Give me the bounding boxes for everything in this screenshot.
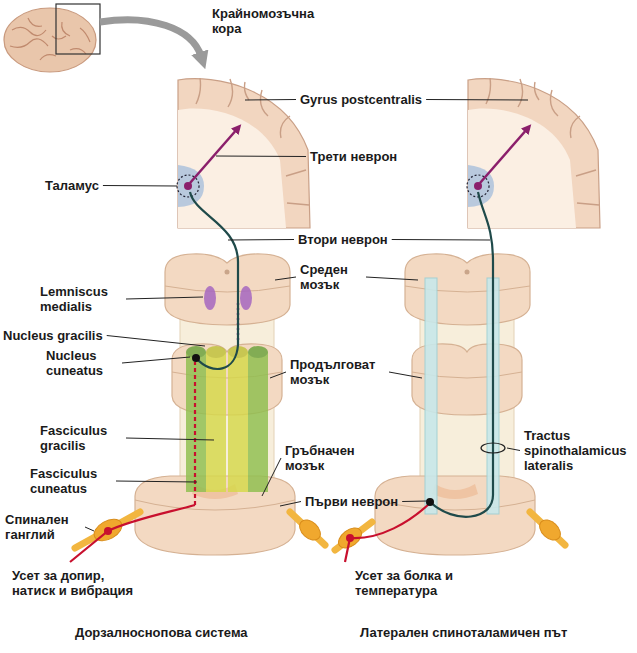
- slab-edge: [405, 286, 530, 292]
- brain-icon: [4, 4, 100, 72]
- anatomy-label: Nucleus cuneatus: [46, 348, 118, 378]
- anatomy-label: Гръбначен мозък: [285, 443, 365, 473]
- leader-line: [389, 372, 422, 378]
- fasciculus-gracilis: [206, 352, 226, 492]
- tract-marker: [481, 443, 505, 453]
- anatomy-label: Nucleus gracilis: [3, 328, 103, 343]
- leader-line: [426, 99, 528, 101]
- leader-line: [402, 501, 427, 503]
- brainstem: [135, 254, 295, 555]
- aqueduct: [465, 270, 470, 275]
- anatomy-label: Gyrus postcentralis: [300, 92, 422, 107]
- cortex-section: [467, 78, 600, 228]
- slab-edge: [135, 500, 295, 510]
- neuron-cell: [104, 527, 112, 535]
- cortex-sulci: [196, 78, 309, 205]
- brainstem: [375, 254, 535, 555]
- selection-box: [56, 4, 100, 54]
- nucleus: [248, 346, 268, 358]
- third-neuron: [480, 128, 528, 183]
- white-matter: [178, 108, 286, 228]
- leader-line: [270, 372, 286, 378]
- leader-line: [228, 239, 294, 241]
- anatomy-label: Усет за допир, натиск и вибрация: [12, 568, 144, 598]
- leader-line: [216, 156, 306, 158]
- lemniscus-section: [204, 286, 216, 310]
- fasciculi: [186, 346, 268, 492]
- anatomy-label: Таламус: [45, 178, 99, 193]
- leader-line: [275, 277, 296, 280]
- nerve-root: [75, 512, 140, 548]
- leader-line: [103, 185, 177, 187]
- leader-line: [262, 458, 281, 496]
- aqueduct: [225, 270, 230, 275]
- anatomy-label: Lemniscus medialis: [40, 284, 122, 314]
- leader-line: [366, 277, 418, 280]
- nerve-root: [530, 512, 565, 545]
- brain-outline: [4, 8, 96, 72]
- anatomy-label: Fasciculus gracilis: [40, 423, 122, 453]
- leader-line: [122, 357, 190, 363]
- nerve-root: [290, 512, 325, 545]
- leader-line: [507, 448, 520, 451]
- anatomy-label: Трети неврон: [310, 149, 397, 164]
- anatomy-label: Крайномозъчна кора: [212, 6, 322, 36]
- leader-line: [126, 438, 214, 440]
- leader-line: [245, 99, 296, 101]
- spinothalamic-tract: [425, 278, 437, 514]
- synapse: [192, 354, 200, 362]
- slab-edge: [375, 500, 535, 510]
- fasciculus-cuneatus: [186, 352, 206, 492]
- cortex-grey: [468, 79, 600, 228]
- nucleus: [206, 346, 226, 358]
- anatomy-label: Продълговат мозък: [290, 357, 385, 387]
- ganglion: [296, 516, 324, 544]
- second-neuron: [190, 192, 238, 369]
- midbrain-slab: [165, 254, 290, 325]
- leader-line: [107, 336, 205, 347]
- neuron-cell: [346, 534, 354, 542]
- fasciculus-gracilis: [228, 352, 248, 492]
- midbrain-slab: [405, 254, 530, 325]
- leader-line: [85, 527, 94, 531]
- slab-edge: [165, 286, 290, 292]
- first-neuron: [194, 362, 196, 505]
- leader-line: [116, 481, 197, 482]
- grey-matter: [432, 484, 478, 499]
- anatomy-label: Спинален ганглий: [5, 512, 81, 542]
- synapse: [426, 498, 434, 506]
- anatomy-label: Втори неврон: [298, 232, 388, 247]
- anatomy-label: Среден мозък: [300, 262, 362, 292]
- anatomy-label: Усет за болка и температура: [355, 568, 467, 598]
- lemniscus-section: [240, 286, 252, 310]
- second-neuron: [430, 192, 493, 517]
- cortex-sulci: [486, 78, 599, 205]
- anatomy-label: Първи неврон: [305, 494, 398, 509]
- caption-label: Латерален спиноталамичен път: [360, 625, 567, 640]
- zoom-arrow: [100, 20, 201, 56]
- leader-line: [126, 297, 203, 299]
- first-neuron: [70, 505, 195, 562]
- anatomy-label: Fasciculus cuneatus: [30, 466, 112, 496]
- leader-line: [392, 239, 490, 241]
- caption-label: Дорзалноснопова система: [75, 625, 248, 640]
- third-neuron: [190, 128, 238, 183]
- anatomy-label: Tractus spinothalamicus lateralis: [524, 428, 629, 473]
- fasciculus-cuneatus: [248, 352, 268, 492]
- ganglion: [536, 516, 564, 544]
- first-neuron: [345, 503, 430, 562]
- leader-line: [280, 502, 301, 507]
